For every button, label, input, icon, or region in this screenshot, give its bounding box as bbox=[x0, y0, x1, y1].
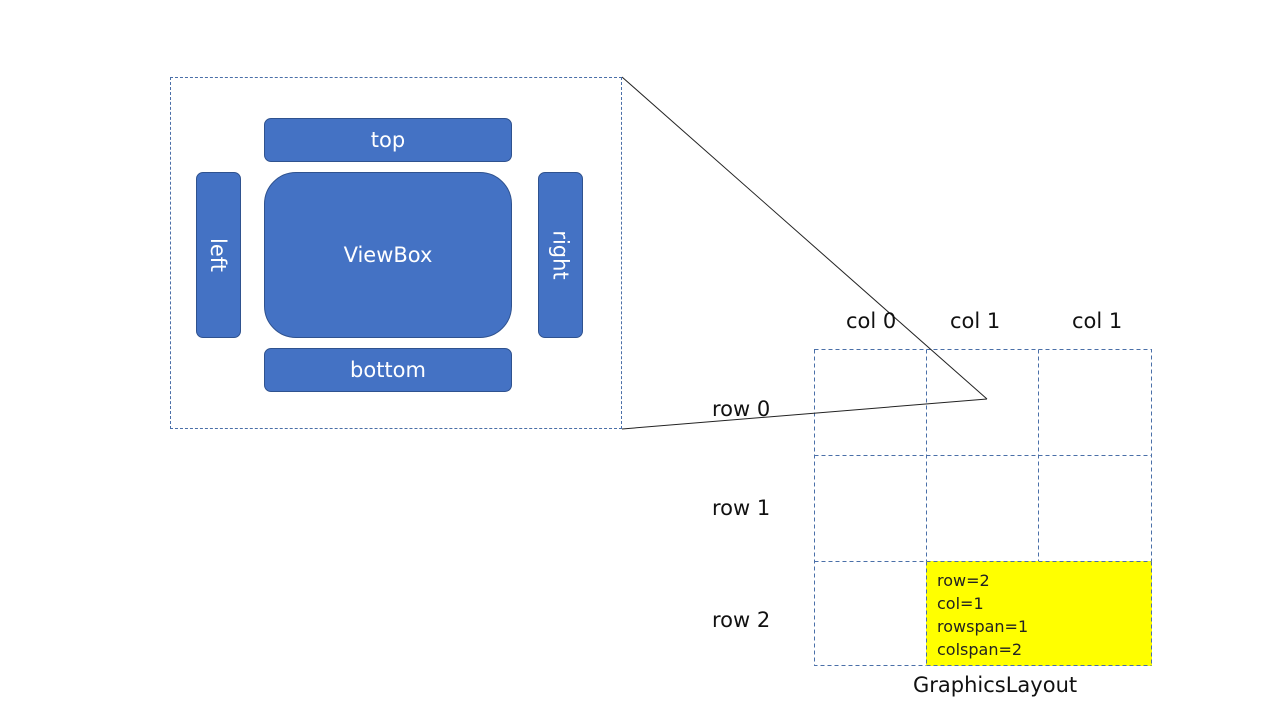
span-param-row: row=2 bbox=[937, 571, 990, 590]
bottom-axis-box: bottom bbox=[264, 348, 512, 392]
span-param-rowspan: rowspan=1 bbox=[937, 617, 1029, 636]
right-axis-box: right bbox=[538, 172, 583, 338]
col-label-2: col 1 bbox=[1072, 309, 1123, 333]
connector-line-top bbox=[621, 76, 988, 400]
top-axis-box: top bbox=[264, 118, 512, 162]
span-param-colspan: colspan=2 bbox=[937, 640, 1023, 659]
spanned-cell-parameters: row=2 col=1 rowspan=1 colspan=2 bbox=[937, 569, 1028, 661]
spanned-cell-highlight bbox=[926, 561, 1152, 666]
viewbox-label: ViewBox bbox=[343, 243, 433, 267]
viewbox-box: ViewBox bbox=[264, 172, 512, 338]
right-axis-label: right bbox=[548, 230, 573, 280]
connector-line-bottom bbox=[621, 398, 988, 430]
layout-caption: GraphicsLayout bbox=[913, 673, 1078, 697]
zoom-connector bbox=[621, 76, 988, 430]
col-label-0: col 0 bbox=[846, 309, 897, 333]
left-axis-box: left bbox=[196, 172, 241, 338]
row-label-2: row 2 bbox=[712, 608, 771, 632]
row-label-0: row 0 bbox=[712, 397, 771, 421]
plot-item-frame bbox=[170, 77, 622, 429]
span-param-col: col=1 bbox=[937, 594, 984, 613]
bottom-axis-label: bottom bbox=[350, 358, 426, 382]
row-label-1: row 1 bbox=[712, 496, 771, 520]
col-label-1: col 1 bbox=[950, 309, 1001, 333]
left-axis-label: left bbox=[206, 237, 231, 273]
top-axis-label: top bbox=[370, 128, 406, 152]
